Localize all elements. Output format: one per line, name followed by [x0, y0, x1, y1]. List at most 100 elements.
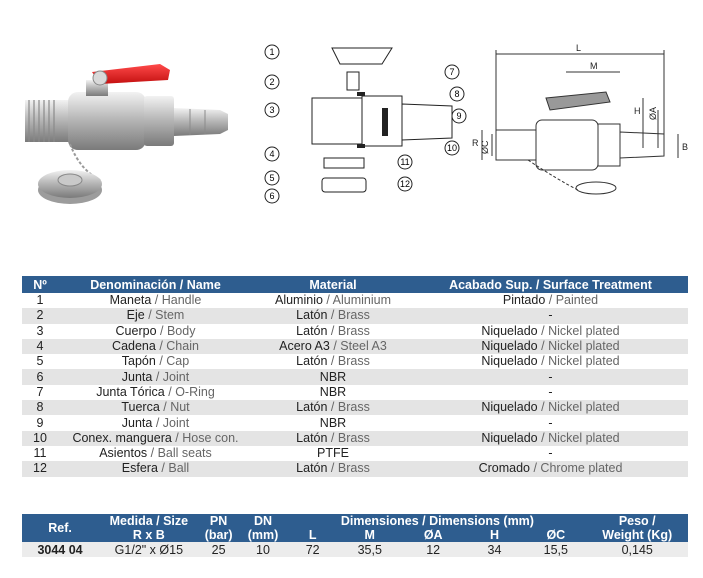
callout-11: 11: [400, 157, 409, 167]
cell-number: 9: [36, 415, 44, 430]
cell-finish: Cromado / Chrome plated: [413, 461, 688, 477]
cell-number: 4: [22, 338, 58, 355]
col-header-a: ØA: [402, 528, 464, 542]
cell-finish: -: [413, 369, 688, 385]
cell-name: Esfera / Ball: [58, 461, 253, 477]
cell-finish: Niquelado / Nickel plated: [413, 400, 688, 416]
cell-l: 72: [288, 542, 337, 557]
col-header-finish: Acabado Sup. / Surface Treatment: [413, 276, 688, 293]
cell-name: Maneta / Handle: [109, 293, 202, 308]
parts-table-header: Nº Denominación / Name Material Acabado …: [22, 276, 688, 293]
cell-number: 11: [33, 446, 47, 461]
cell-name: Conex. manguera / Hose con.: [58, 430, 253, 446]
callout-7: 7: [449, 67, 454, 77]
callout-4: 4: [269, 149, 274, 159]
cell-finish: -: [548, 384, 553, 399]
col-header-weight-sub: Weight (Kg): [586, 528, 688, 542]
cell-name: Asientos / Ball seats: [99, 446, 212, 461]
cell-finish: Niquelado / Nickel plated: [413, 338, 688, 355]
cell-finish: -: [548, 415, 553, 430]
dim-label-a: ØA: [648, 107, 658, 120]
cell-name: Tapón / Cap: [121, 354, 190, 369]
col-header-size: Medida / Size: [98, 514, 200, 528]
callout-3: 3: [269, 105, 274, 115]
cell-dn: 10: [237, 542, 289, 557]
cell-weight: 0,145: [586, 542, 688, 557]
cell-finish: Pintado / Painted: [502, 293, 599, 308]
cell-finish: Niquelado / Nickel plated: [413, 430, 688, 446]
cell-m: 35,5: [337, 542, 403, 557]
col-header-h: H: [463, 528, 526, 542]
callout-8: 8: [454, 89, 459, 99]
cell-name: Junta Tórica / O-Ring: [96, 384, 215, 399]
cell-number: 5: [36, 354, 44, 369]
parts-table: Nº Denominación / Name Material Acabado …: [22, 276, 688, 477]
cell-number: 6: [22, 369, 58, 385]
dimension-drawing: L M H ØA B ØC R: [472, 43, 688, 195]
dim-label-l: L: [576, 43, 581, 53]
cell-number: 12: [22, 461, 58, 477]
callout-5: 5: [269, 173, 274, 183]
cell-pn: 25: [199, 542, 238, 557]
callout-6: 6: [269, 191, 274, 201]
cell-h: 34: [463, 542, 526, 557]
cell-material: NBR: [253, 369, 413, 385]
col-header-dn: DN: [237, 514, 289, 528]
callout-10: 10: [447, 143, 457, 153]
cell-material: PTFE: [317, 446, 349, 461]
product-photo: [25, 64, 228, 204]
cell-material: Latón / Brass: [253, 400, 413, 416]
dimensions-table: Ref. Medida / Size PN DN Dimensiones / D…: [22, 514, 688, 557]
cell-material: NBR: [319, 384, 347, 399]
callouts: 1 2 3 4 5 6 7 8 9 10 11 12: [264, 44, 467, 204]
col-header-size-sub: R x B: [98, 528, 200, 542]
cell-size: G1/2" x Ø15: [98, 542, 200, 557]
col-header-number: Nº: [22, 276, 58, 293]
exploded-drawing: 1 2 3 4 5 6 7 8 9 10 11 12: [264, 44, 467, 204]
cell-number: 8: [22, 400, 58, 416]
cell-material: NBR: [319, 415, 347, 430]
dim-label-m: M: [590, 61, 598, 71]
cell-number: 2: [22, 308, 58, 324]
col-header-name: Denominación / Name: [58, 276, 253, 293]
callout-2: 2: [269, 77, 274, 87]
col-header-ref: Ref.: [22, 514, 99, 542]
col-header-c: ØC: [525, 528, 587, 542]
table-row: 7 Junta Tórica / O-Ring NBR -: [22, 385, 688, 400]
dim-label-c: ØC: [480, 140, 490, 154]
callout-1: 1: [269, 47, 274, 57]
col-header-m: M: [337, 528, 403, 542]
callout-9: 9: [456, 111, 461, 121]
table-row: 5 Tapón / Cap Latón / Brass Niquelado / Nic…: [22, 354, 688, 369]
cell-finish: Niquelado / Nickel plated: [481, 323, 620, 338]
cell-a: 12: [402, 542, 464, 557]
dim-label-h: H: [634, 106, 641, 116]
col-header-material: Material: [253, 276, 413, 293]
cell-material: Latón / Brass: [296, 323, 370, 338]
col-header-dn-sub: (mm): [237, 528, 289, 542]
cell-material: Latón / Brass: [296, 354, 370, 369]
cell-number: 10: [22, 430, 58, 446]
cell-finish: -: [548, 446, 553, 461]
cell-name: Cadena / Chain: [58, 338, 253, 355]
cell-name: Tuerca / Nut: [58, 400, 253, 416]
cell-c: 15,5: [525, 542, 587, 557]
col-header-l: L: [288, 528, 337, 542]
cell-number: 7: [36, 384, 44, 399]
table-row: 9 Junta / Joint NBR -: [22, 415, 688, 430]
cell-finish: Niquelado / Nickel plated: [481, 354, 620, 369]
cell-material: Latón / Brass: [253, 430, 413, 446]
col-header-weight: Peso /: [586, 514, 688, 528]
col-header-pn-sub: (bar): [199, 528, 238, 542]
cell-number: 3: [36, 323, 44, 338]
cell-name: Junta / Joint: [121, 415, 190, 430]
callout-12: 12: [400, 179, 410, 189]
cell-ref: 3044 04: [22, 542, 99, 557]
